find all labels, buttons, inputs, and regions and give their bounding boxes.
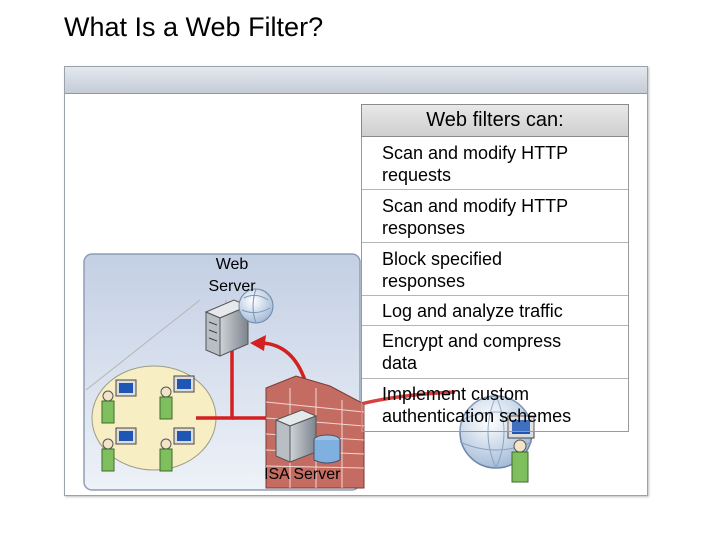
web-server-label-line2: Server	[208, 278, 256, 295]
capability-text: Block specified	[382, 249, 503, 269]
capability-text: authentication schemes	[382, 406, 572, 426]
capability-text: responses	[382, 271, 466, 291]
capability-item: Log and analyze traffic	[362, 295, 628, 325]
capability-text: requests	[382, 165, 452, 185]
external-client-icon	[459, 395, 535, 483]
panel-header-bar	[65, 67, 647, 94]
client-icon	[101, 427, 137, 472]
web-server-label: Web Server	[200, 254, 264, 298]
slide-title: What Is a Web Filter?	[64, 12, 324, 42]
web-server-label-line1: Web	[215, 256, 249, 273]
capability-item: Scan and modify HTTP requests	[362, 137, 628, 189]
capability-text: responses	[382, 218, 466, 238]
client-computers	[101, 375, 195, 472]
capability-text: Scan and modify HTTP	[382, 143, 569, 163]
capability-text: Implement custom	[382, 384, 530, 404]
capability-item: Block specified responses	[362, 242, 628, 295]
capability-item: Scan and modify HTTP responses	[362, 189, 628, 242]
capability-text: Encrypt and compress	[382, 331, 562, 351]
capability-item: Implement custom authentication schemes	[362, 378, 628, 431]
capability-item: Encrypt and compress data	[362, 325, 628, 378]
web-server-icon	[204, 288, 274, 357]
capability-text: Log and analyze traffic	[382, 301, 563, 321]
capabilities-header: Web filters can:	[361, 104, 629, 137]
client-icon	[159, 427, 195, 472]
capability-text: Scan and modify HTTP	[382, 196, 569, 216]
client-icon	[159, 375, 195, 420]
capability-text: data	[382, 353, 418, 373]
isa-server-label: ISA Server	[264, 466, 341, 483]
capabilities-list: Scan and modify HTTP requests Scan and m…	[361, 137, 629, 432]
isa-server-icon	[274, 409, 341, 464]
client-icon	[101, 379, 137, 424]
